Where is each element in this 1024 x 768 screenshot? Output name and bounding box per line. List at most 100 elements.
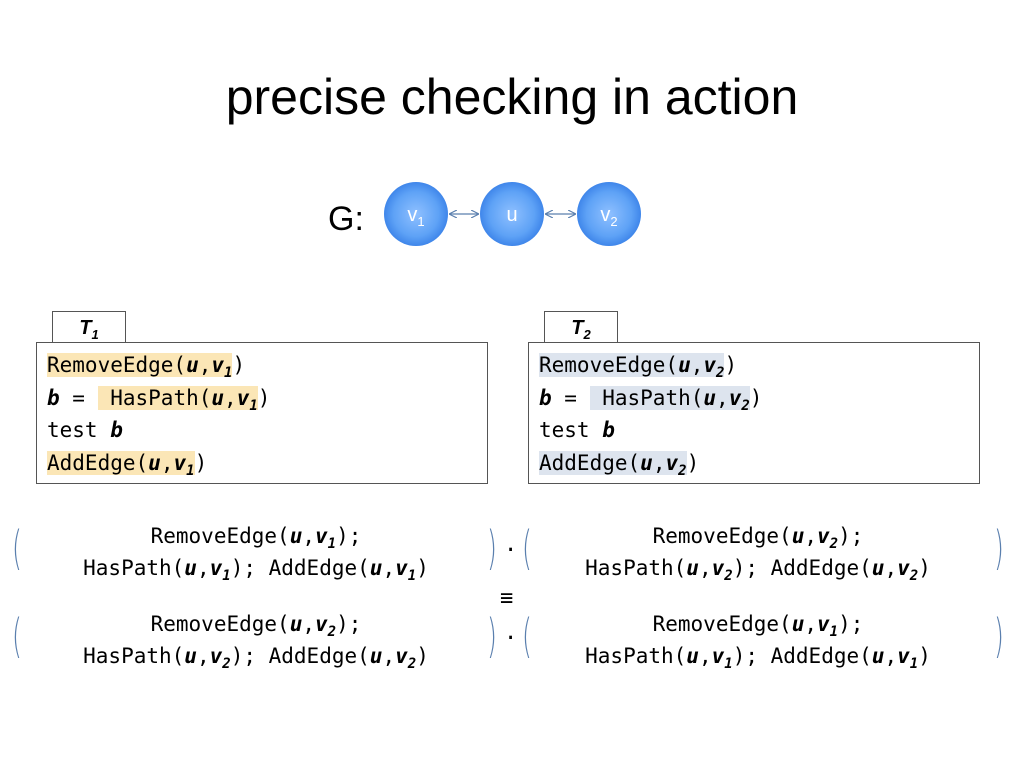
eq-arg-arg-sub: 1 — [407, 568, 417, 585]
op-call-arg-sub: 1 — [224, 365, 233, 382]
eq-term-line-1: RemoveEdge(u,v1); — [150, 524, 362, 553]
assign-op: = — [59, 385, 98, 410]
tx1-line-2: b = HasPath(u,v1) — [47, 382, 487, 415]
tx2-tab: T2 — [544, 311, 618, 343]
eq-arg-arg-sub: 1 — [222, 568, 231, 585]
eq-term-line-2: HasPath(u,v2); AddEdge(u,v2) — [585, 556, 931, 585]
eq-arg-arg-u: u — [686, 644, 699, 668]
equivalence-operator: ≡ — [500, 586, 514, 611]
eq-arg-arg-sub: 2 — [724, 568, 733, 585]
eq-term-top_right: RemoveEdge(u,v2); HasPath(u,v2); AddEdge(… — [538, 520, 978, 584]
eq-arg-arg-u: u — [184, 556, 197, 580]
op-call-highlight: AddEdge(u,v2 — [539, 450, 687, 479]
op-call-arg-sub: 2 — [678, 462, 687, 479]
eq-arg-arg-sub: 1 — [724, 656, 733, 673]
eq-arg-arg-u: u — [871, 556, 885, 580]
close-bracket-3: ) — [994, 521, 1004, 575]
eq-arg-arg-sub: 1 — [327, 536, 337, 553]
close-paren: ) — [749, 385, 763, 410]
close-paren: ) — [232, 353, 246, 377]
op-call-arg-v: v — [173, 450, 187, 475]
slide-title: precise checking in action — [225, 69, 799, 125]
eq-term-line-1: RemoveEdge(u,v1); — [652, 612, 864, 641]
eq-arg-arg-u: u — [791, 612, 805, 636]
op-call-highlight: RemoveEdge(u,v2 — [539, 353, 725, 382]
op-call-arg-sub: 1 — [186, 462, 195, 479]
eq-arg-arg-u: u — [289, 524, 303, 548]
op-call-arg-sub: 1 — [249, 397, 258, 414]
eq-term-line-2: HasPath(u,v1); AddEdge(u,v1) — [83, 556, 429, 585]
close-paren: ) — [194, 450, 208, 475]
test-keyword: test — [539, 418, 603, 442]
eq-arg-arg-v: v — [817, 524, 830, 548]
eq-arg-arg-v: v — [711, 556, 725, 580]
open-bracket-2: ( — [522, 521, 532, 575]
compose-operator-top: · — [504, 538, 518, 563]
op-call-highlight: HasPath(u,v1 — [97, 385, 258, 414]
graph-node-v2: v2 — [577, 182, 641, 246]
tx1-line-3: test b — [47, 414, 487, 447]
test-keyword: test — [47, 418, 111, 442]
tx2-line-1: RemoveEdge(u,v2) — [539, 349, 979, 382]
op-call-arg-u: u — [678, 353, 691, 377]
op-call-arg-v: v — [703, 353, 717, 377]
tx1-line-4: AddEdge(u,v1) — [47, 447, 487, 480]
eq-arg-arg-v: v — [209, 556, 223, 580]
graph-node-v1: v1 — [384, 182, 448, 246]
eq-arg-arg-v: v — [395, 644, 408, 668]
eq-arg-arg-u: u — [289, 612, 303, 636]
tx1-line-1: RemoveEdge(u,v1) — [47, 349, 487, 382]
graph-node-u: u — [480, 182, 544, 246]
assign-op: = — [551, 385, 590, 410]
var-b: b — [110, 418, 123, 442]
op-call-highlight: AddEdge(u,v1 — [47, 450, 195, 479]
eq-arg-arg-v: v — [209, 644, 223, 668]
eq-arg-arg-v: v — [817, 612, 830, 636]
eq-arg-arg-u: u — [686, 556, 699, 580]
op-call-arg-v: v — [665, 450, 679, 475]
eq-arg-arg-u: u — [369, 556, 383, 580]
eq-arg-arg-sub: 2 — [407, 656, 417, 673]
eq-arg-arg-sub: 2 — [222, 656, 231, 673]
eq-arg-arg-sub: 2 — [327, 624, 337, 641]
tx2-line-2: b = HasPath(u,v2) — [539, 382, 979, 415]
tx2-line-4: AddEdge(u,v2) — [539, 447, 979, 480]
op-call-arg-u: u — [186, 353, 199, 377]
tx1-name: T — [79, 317, 92, 339]
op-call-highlight: HasPath(u,v2 — [589, 385, 750, 414]
op-call-arg-v: v — [236, 385, 250, 410]
tx2-line-3: test b — [539, 414, 979, 447]
op-call-arg-v: v — [211, 353, 225, 377]
eq-arg-arg-v: v — [395, 556, 408, 580]
graph-node-label: u — [506, 204, 517, 226]
eq-arg-arg-v: v — [897, 556, 910, 580]
var-b: b — [47, 385, 60, 410]
open-bracket-0: ( — [12, 521, 22, 575]
tx2-name: T — [571, 317, 584, 339]
tx1-tab: T1 — [52, 311, 126, 343]
eq-term-top_left: RemoveEdge(u,v1); HasPath(u,v1); AddEdge(… — [36, 520, 476, 584]
close-bracket-7: ) — [994, 609, 1004, 663]
open-bracket-4: ( — [12, 609, 22, 663]
eq-term-line-2: HasPath(u,v1); AddEdge(u,v1) — [585, 644, 931, 673]
close-bracket-1: ) — [487, 521, 497, 575]
op-call-highlight: RemoveEdge(u,v1 — [47, 353, 233, 382]
eq-arg-arg-u: u — [791, 524, 805, 548]
eq-term-line-1: RemoveEdge(u,v2); — [652, 524, 864, 553]
eq-term-bottom_right: RemoveEdge(u,v1); HasPath(u,v1); AddEdge(… — [538, 608, 978, 672]
close-paren: ) — [686, 450, 700, 475]
eq-arg-arg-u: u — [369, 644, 383, 668]
compose-operator-bottom: · — [504, 626, 518, 651]
eq-arg-arg-v: v — [315, 612, 328, 636]
op-call-arg-u: u — [640, 450, 653, 475]
graph-nodes: v1 u v2 — [384, 182, 641, 246]
close-paren: ) — [724, 353, 738, 377]
close-bracket-5: ) — [487, 609, 497, 663]
var-b: b — [539, 385, 552, 410]
op-call-arg-u: u — [703, 385, 717, 410]
eq-arg-arg-sub: 2 — [909, 568, 919, 585]
eq-arg-arg-sub: 1 — [909, 656, 919, 673]
